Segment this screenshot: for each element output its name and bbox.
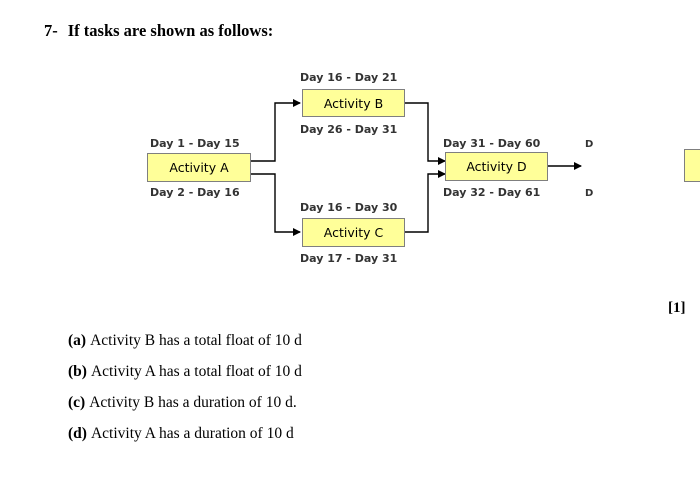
question-title: 7- If tasks are shown as follows: [44, 21, 273, 41]
activity-c-box: Activity C [302, 218, 405, 247]
option-a-key: (a) [68, 332, 87, 349]
connector-lines [250, 99, 582, 236]
activity-a-box: Activity A [147, 153, 251, 182]
option-d-key: (d) [68, 425, 87, 442]
option-a-text: Activity B has a total float of 10 d [90, 332, 302, 349]
activity-d-box: Activity D [445, 152, 548, 181]
activity-a-late-dates: Day 2 - Day 16 [150, 186, 240, 199]
activity-d-late-dates: Day 32 - Day 61 [443, 186, 541, 199]
activity-a-early-dates: Day 1 - Day 15 [150, 137, 240, 150]
next-activity-box-partial [684, 149, 700, 182]
activity-b-early-dates: Day 16 - Day 21 [300, 71, 398, 84]
activity-c-early-dates: Day 16 - Day 30 [300, 201, 398, 214]
edge-a-to-b [250, 99, 301, 162]
edge-a-to-c [250, 173, 301, 236]
option-d[interactable]: (d)Activity A has a duration of 10 d [68, 424, 302, 455]
option-b-text: Activity A has a total float of 10 d [90, 363, 302, 380]
marks-label: [1] [668, 300, 686, 316]
activity-c-late-dates: Day 17 - Day 31 [300, 252, 398, 265]
cut-off-label-bottom: D [585, 188, 594, 199]
option-d-text: Activity A has a duration of 10 d [90, 425, 294, 442]
option-b[interactable]: (b)Activity A has a total float of 10 d [68, 362, 302, 393]
answer-options: (a)Activity B has a total float of 10 d … [68, 331, 302, 455]
activity-d-early-dates: Day 31 - Day 60 [443, 137, 541, 150]
cut-off-label-top: D [585, 139, 594, 150]
option-c-key: (c) [68, 394, 86, 411]
option-a[interactable]: (a)Activity B has a total float of 10 d [68, 331, 302, 362]
option-b-key: (b) [68, 363, 87, 380]
question-prompt: If tasks are shown as follows: [67, 21, 274, 40]
edge-b-to-d [405, 102, 446, 165]
activity-b-box: Activity B [302, 89, 405, 117]
activity-b-late-dates: Day 26 - Day 31 [300, 123, 398, 136]
option-c-text: Activity B has a duration of 10 d. [89, 394, 297, 411]
edge-c-to-d [405, 170, 446, 233]
option-c[interactable]: (c)Activity B has a duration of 10 d. [68, 393, 302, 424]
question-number: 7- [44, 21, 58, 40]
